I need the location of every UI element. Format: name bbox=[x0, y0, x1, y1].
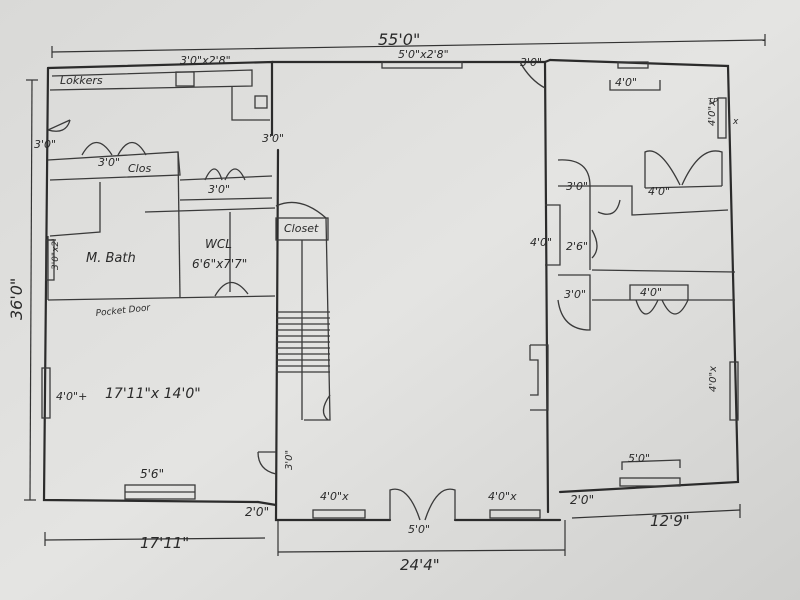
main-window-bottom-label: 5'6" bbox=[140, 467, 164, 481]
closet-top-label: Clos bbox=[128, 162, 151, 175]
stair-and-closet bbox=[275, 61, 546, 421]
right-closet-b-label: 4'0" bbox=[640, 286, 662, 299]
main-window-left-label: 4'0"+ bbox=[56, 390, 87, 403]
wcl-size-label: 6'6"x7'7" bbox=[192, 257, 247, 271]
master-bath-label: M. Bath bbox=[86, 251, 136, 266]
overall-depth-label: 36'0" bbox=[7, 278, 26, 320]
door-left-wall-label: 3'0" bbox=[34, 138, 56, 151]
right-window-mid-label: 4'0"x bbox=[708, 366, 719, 392]
right-side-x-label: x bbox=[732, 117, 739, 127]
right-closet-a-label: 4'0" bbox=[648, 185, 670, 198]
right-window-bottom-label: 5'0" bbox=[628, 452, 650, 465]
lockers-label: Lokkers bbox=[60, 74, 103, 87]
right-side-tp-label: TP bbox=[708, 97, 718, 106]
top-window-left-label: 3'0"x2'8" bbox=[180, 54, 231, 67]
front-window-right-label: 4'0"x bbox=[488, 490, 517, 503]
right-top-window-label: 4'0" bbox=[615, 76, 637, 89]
closet-door-a-label: 3'0" bbox=[98, 156, 120, 169]
offset-left-dimension: 2'0" bbox=[245, 505, 269, 519]
offset-right-dimension: 2'0" bbox=[570, 493, 594, 507]
left-wing-walls bbox=[41, 69, 277, 500]
right-wing-walls bbox=[529, 61, 739, 487]
bath-window-label: 3'0"x2' bbox=[51, 238, 61, 270]
top-window-mid-label: 5'0"x2'8" bbox=[398, 48, 449, 61]
right-side-window-label: 4'0"x bbox=[707, 100, 718, 126]
front-door-label: 5'0" bbox=[408, 523, 430, 536]
right-door-a-label: 3'0" bbox=[566, 180, 588, 193]
right-door-c-label: 3'0" bbox=[564, 288, 586, 301]
wcl-label: WCL bbox=[205, 237, 232, 251]
closet-stair-label: Closet bbox=[284, 222, 319, 235]
front-openings bbox=[312, 488, 541, 521]
door-stair-bottom-label: 3'0" bbox=[284, 450, 295, 470]
room-labels: Lokkers Clos Closet M. Bath WCL 6'6"x7'7… bbox=[60, 74, 319, 402]
dimension-lines bbox=[24, 34, 766, 556]
dimension-labels: 55'0" 36'0" 17'11" 24'4" 12'9" 2'0" 2'0" bbox=[7, 30, 690, 574]
bottom-right-dimension: 12'9" bbox=[650, 512, 690, 530]
door-locker-label: 3'0" bbox=[262, 132, 284, 145]
opening-labels: 3'0"x2'8" 5'0"x2'8" 3'0" 3'0" 3'0" 3'0" … bbox=[34, 48, 739, 536]
door-top-right-label: 3'0" bbox=[520, 56, 542, 69]
stair-treads bbox=[276, 311, 330, 373]
right-wall-opening-label: 4'0" bbox=[530, 236, 552, 249]
front-window-left-label: 4'0"x bbox=[320, 490, 349, 503]
right-door-b-label: 2'6" bbox=[566, 240, 588, 253]
main-room-size-label: 17'11"x 14'0" bbox=[105, 386, 201, 402]
bottom-left-dimension: 17'11" bbox=[140, 534, 189, 552]
bottom-middle-dimension: 24'4" bbox=[400, 556, 440, 574]
closet-door-b-label: 3'0" bbox=[208, 183, 230, 196]
overall-width-label: 55'0" bbox=[378, 30, 420, 49]
exterior-walls bbox=[42, 58, 740, 522]
